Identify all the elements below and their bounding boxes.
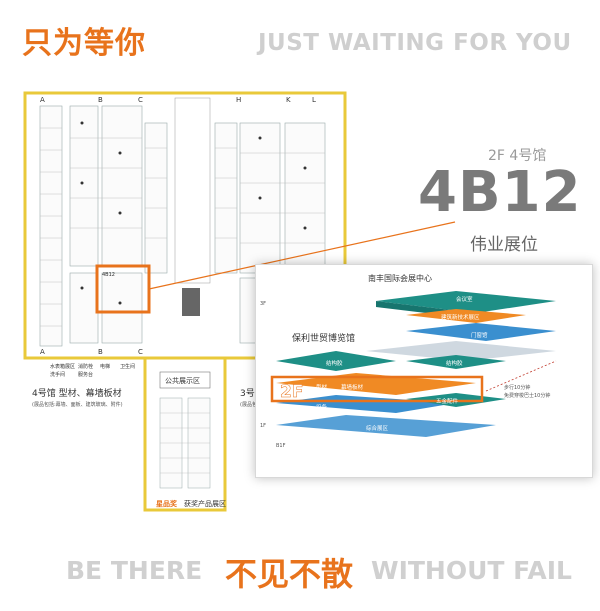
star-award-label: 星品奖 bbox=[156, 499, 178, 508]
legend-item-2: 电梯 bbox=[100, 363, 110, 370]
footer-right-text: WITHOUT FAIL bbox=[371, 556, 572, 585]
floor-label-1f: 1F bbox=[260, 423, 266, 429]
label-new-tech: 建筑新技术展区 bbox=[441, 313, 480, 321]
hall-subtitle: 2F 4号馆 bbox=[488, 148, 547, 164]
footer-chinese-text: 不见不散 bbox=[225, 555, 354, 593]
highlight-2f-label: 2F bbox=[280, 382, 303, 402]
floor-label-b1f: B1F bbox=[276, 443, 286, 449]
label-hardware: 五金配件 bbox=[436, 397, 459, 405]
venue-3d-inset: 南丰国际会展中心 保利世贸博览馆 3F 1F B1F 2F 会议室 建筑新技术展… bbox=[255, 264, 593, 478]
col-letter-l: L bbox=[312, 96, 316, 104]
legend-item-3: 卫生间 bbox=[120, 363, 135, 370]
col-letter-b-bottom: B bbox=[98, 348, 103, 356]
public-area-label: 公共展示区 bbox=[165, 376, 200, 385]
col-letter-h: H bbox=[236, 96, 241, 104]
floor-label-3f: 3F bbox=[260, 301, 266, 307]
label-structure-a: 结构胶 bbox=[326, 359, 343, 367]
label-profile: 型材 bbox=[316, 383, 328, 391]
highlighted-booth-label: 4B12 bbox=[102, 272, 115, 278]
legend-item-5: 服务台 bbox=[78, 371, 93, 378]
col-letter-c: C bbox=[138, 96, 143, 104]
label-shuttle: 免费穿梭巴士10分钟 bbox=[504, 392, 550, 399]
award-area-label: 获奖产品展区 bbox=[184, 499, 226, 508]
label-b1-area: 综合展区 bbox=[366, 424, 389, 432]
label-curtain: 幕墙板材 bbox=[341, 383, 364, 391]
col-letter-a-bottom: A bbox=[40, 348, 45, 356]
hall4-title: 4号馆 型材、幕墙板材 bbox=[32, 387, 122, 399]
hall3-subtitle: (展品包括: bbox=[240, 401, 264, 408]
title-chinese: 只为等你 bbox=[22, 26, 146, 61]
booth-label: 伟业展位 bbox=[470, 235, 538, 255]
label-meeting: 会议室 bbox=[456, 295, 473, 303]
legend-item-1: 消防栓 bbox=[78, 363, 93, 370]
col-letter-c-bottom: C bbox=[138, 348, 143, 356]
legend-item-0: 水表箱展区 bbox=[50, 363, 75, 370]
col-letter-k: K bbox=[286, 96, 291, 104]
label-door: 门窗馆 bbox=[471, 331, 488, 339]
venue-top-label: 南丰国际会展中心 bbox=[368, 273, 432, 283]
footer-left-text: BE THERE bbox=[66, 556, 203, 585]
venue-left-label: 保利世贸博览馆 bbox=[292, 332, 355, 344]
booth-code: 4B12 bbox=[418, 160, 582, 225]
label-equipment: 设备 bbox=[316, 403, 328, 411]
legend-item-4: 洗手间 bbox=[50, 371, 65, 378]
label-walk: 步行10分钟 bbox=[504, 384, 530, 391]
label-structure-b: 结构胶 bbox=[446, 359, 463, 367]
title-english: JUST WAITING FOR YOU bbox=[258, 30, 572, 56]
col-letter-a: A bbox=[40, 96, 45, 104]
hall4-subtitle: (展品包括:幕墙、面板、建筑玻璃、附件) bbox=[32, 401, 123, 408]
col-letter-b: B bbox=[98, 96, 103, 104]
highlight-2f-box bbox=[270, 375, 484, 403]
